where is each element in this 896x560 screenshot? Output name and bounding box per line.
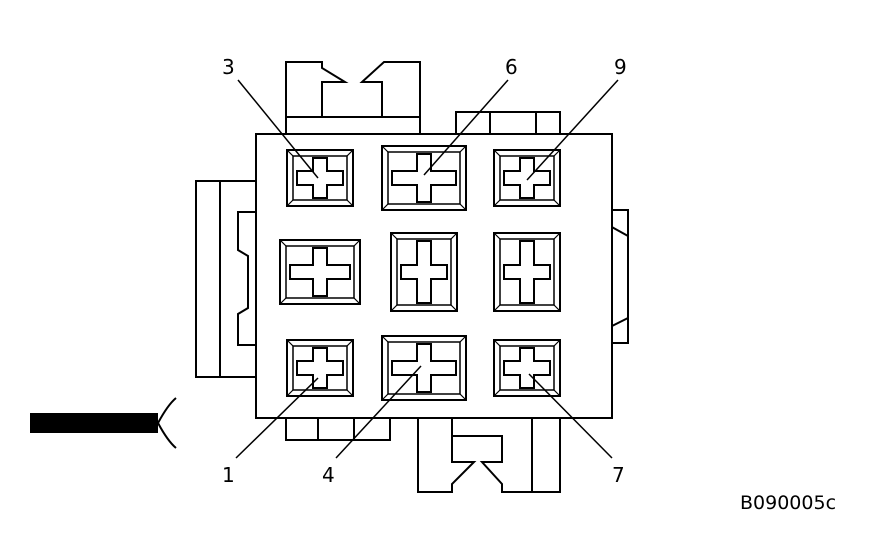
leader-line-7 (528, 373, 613, 459)
pin-label-7: 7 (612, 463, 625, 487)
cavity-9 (493, 339, 561, 397)
cavity-7 (286, 339, 354, 397)
leader-line-3 (237, 79, 319, 179)
cavity-6 (493, 232, 561, 312)
pin-label-6: 6 (505, 55, 518, 79)
terminal-cross-8 (391, 343, 457, 393)
leader-line-9 (526, 79, 619, 181)
terminal-cross-6 (503, 240, 551, 304)
cavity-4 (279, 239, 361, 305)
terminal-cross-7 (296, 347, 344, 389)
terminal-cross-3 (503, 157, 551, 199)
pin-label-9: 9 (614, 55, 627, 79)
leader-line-1 (235, 377, 319, 459)
cavity-2 (381, 145, 467, 211)
pin-label-3: 3 (222, 55, 235, 79)
leader-lines (235, 79, 619, 459)
pin-label-1: 1 (222, 463, 235, 487)
figure-code: B090005c (740, 492, 836, 514)
terminal-cross-9 (503, 347, 551, 389)
terminal-cross-2 (391, 153, 457, 203)
cavity-grid (279, 145, 561, 401)
terminal-cross-5 (400, 240, 448, 304)
top-locking-arms (285, 61, 561, 134)
cavity-3 (493, 149, 561, 207)
terminal-cross-4 (289, 247, 351, 297)
bottom-locking-arms (285, 418, 561, 493)
leader-line-4 (335, 365, 422, 459)
left-latch (195, 180, 257, 378)
cavity-5 (390, 232, 458, 312)
wire-lead (30, 397, 177, 449)
cavity-1 (286, 149, 354, 207)
terminal-cross-1 (296, 157, 344, 199)
cavity-8 (381, 335, 467, 401)
pin-label-4: 4 (322, 463, 335, 487)
leader-line-6 (423, 79, 509, 176)
